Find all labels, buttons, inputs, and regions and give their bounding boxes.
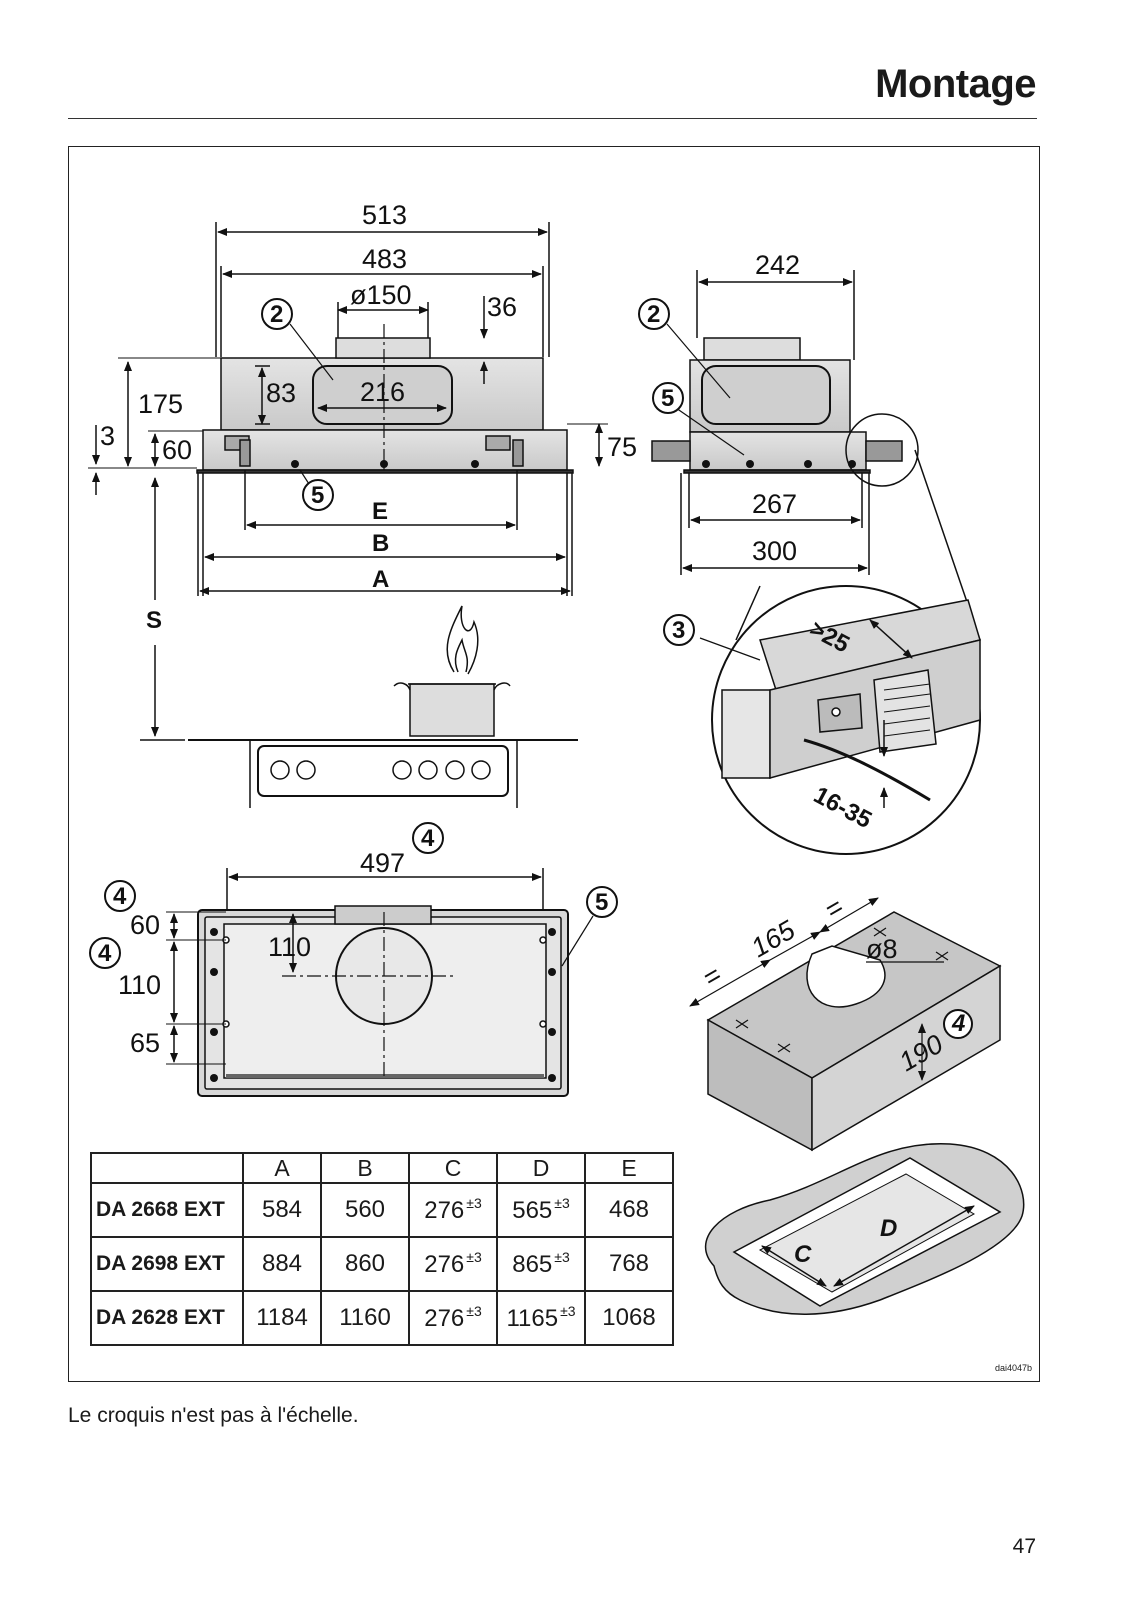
- cell-c: 276±3: [408, 1290, 498, 1346]
- dim-depth-267: 267: [752, 489, 797, 519]
- cell-c: 276±3: [408, 1182, 498, 1238]
- cell-d: 865±3: [496, 1236, 586, 1292]
- dim-bottom-65: 65: [130, 1028, 160, 1058]
- callout-5-top: 5: [595, 889, 608, 916]
- cell-e: 468: [584, 1182, 674, 1238]
- dim-depth-242: 242: [755, 250, 800, 280]
- table-row: DA 2628 EXT 1184 1160 276±3 1165±3 1068: [90, 1290, 674, 1346]
- cell-d-tolerance: ±3: [560, 1303, 576, 1319]
- dim-3: 3: [100, 421, 115, 451]
- cell-d-tolerance: ±3: [554, 1249, 570, 1265]
- dim-equal-right: =: [820, 891, 849, 925]
- dim-75: 75: [607, 432, 637, 462]
- cell-b: 860: [320, 1236, 410, 1292]
- cutout-view-labels: C D: [794, 1215, 897, 1268]
- letter-a: A: [372, 566, 389, 593]
- cell-c-value: 276: [424, 1251, 465, 1278]
- page-title: Montage: [875, 62, 1036, 106]
- dim-depth-300: 300: [752, 536, 797, 566]
- top-view-labels: 497 60 110 110 65 4 4 4 5: [98, 825, 608, 1058]
- cell-a: 884: [242, 1236, 322, 1292]
- dim-duct-diameter: ø150: [350, 280, 412, 310]
- detail-view: [663, 449, 981, 855]
- dim-165: 165: [746, 914, 801, 963]
- figure-reference: dai4047b: [994, 1363, 1032, 1373]
- front-view: [88, 222, 608, 741]
- callout-2: 2: [270, 301, 283, 328]
- front-view-labels: 513 483 ø150 36 83 216 175 3 60 75 E B A…: [100, 200, 637, 634]
- model-cell: DA 2698 EXT: [90, 1236, 244, 1292]
- side-view-labels: 242 267 300 2 5: [647, 250, 800, 566]
- letter-s: S: [146, 607, 162, 634]
- table-header-b: B: [320, 1152, 410, 1184]
- cell-b: 560: [320, 1182, 410, 1238]
- cell-e: 768: [584, 1236, 674, 1292]
- dimensions-table: A B C D E DA 2668 EXT 584 560 276±3 565±…: [90, 1152, 674, 1346]
- callout-2-side: 2: [647, 301, 660, 328]
- dim-hole-diameter: ø8: [866, 934, 898, 964]
- callout-5: 5: [311, 482, 324, 509]
- dim-equal-left: =: [698, 959, 727, 993]
- model-cell: DA 2668 EXT: [90, 1182, 244, 1238]
- letter-c: C: [794, 1241, 812, 1268]
- cell-c-tolerance: ±3: [466, 1303, 482, 1319]
- table-row: DA 2668 EXT 584 560 276±3 565±3 468: [90, 1182, 674, 1238]
- table-row: DA 2698 EXT 884 860 276±3 865±3 768: [90, 1236, 674, 1292]
- template-view: [689, 897, 1002, 1152]
- cell-c: 276±3: [408, 1236, 498, 1292]
- dim-top-60: 60: [130, 910, 160, 940]
- table-header-model: [90, 1152, 244, 1184]
- callout-4-top: 4: [421, 825, 435, 852]
- table-header-c: C: [408, 1152, 498, 1184]
- callout-5-side: 5: [661, 385, 674, 412]
- cell-c-tolerance: ±3: [466, 1195, 482, 1211]
- figure-frame: [68, 146, 1040, 1382]
- side-view: [638, 270, 919, 575]
- letter-e: E: [372, 498, 388, 525]
- dim-216: 216: [360, 377, 405, 407]
- callout-4-left-upper: 4: [113, 883, 127, 910]
- callout-4-left-lower: 4: [98, 940, 112, 967]
- callout-3: 3: [672, 617, 685, 644]
- dim-center-110: 110: [268, 932, 311, 962]
- dim-side-110: 110: [118, 970, 161, 1000]
- table-header-a: A: [242, 1152, 322, 1184]
- page-number: 47: [1012, 1535, 1036, 1558]
- cell-d-value: 865: [512, 1251, 553, 1278]
- cell-d-value: 1165: [506, 1305, 559, 1332]
- cooktop-illustration: [188, 605, 578, 808]
- table-header-row: A B C D E: [90, 1152, 674, 1184]
- cell-d: 565±3: [496, 1182, 586, 1238]
- cell-d: 1165±3: [496, 1290, 586, 1346]
- dim-hole-spacing-497: 497: [360, 848, 405, 878]
- dim-board-thickness: 16-35: [809, 781, 876, 834]
- header-rule: [68, 118, 1037, 119]
- cell-c-value: 276: [424, 1197, 465, 1224]
- table-header-d: D: [496, 1152, 586, 1184]
- model-cell: DA 2628 EXT: [90, 1290, 244, 1346]
- cutout-view: [704, 1143, 1025, 1315]
- cell-d-value: 565: [512, 1197, 553, 1224]
- dim-83: 83: [266, 378, 296, 408]
- callout-4-template: 4: [951, 1010, 965, 1037]
- dim-60: 60: [162, 435, 192, 465]
- dim-width-483: 483: [362, 244, 407, 274]
- dim-width-513: 513: [362, 200, 407, 230]
- cell-e: 1068: [584, 1290, 674, 1346]
- cell-a: 1184: [242, 1290, 322, 1346]
- cell-d-tolerance: ±3: [554, 1195, 570, 1211]
- dim-175: 175: [138, 389, 183, 419]
- cell-c-tolerance: ±3: [466, 1249, 482, 1265]
- cell-b: 1160: [320, 1290, 410, 1346]
- dim-36: 36: [487, 292, 517, 322]
- letter-b: B: [372, 530, 389, 557]
- top-view: [89, 822, 618, 1097]
- letter-d: D: [880, 1215, 897, 1242]
- scale-note: Le croquis n'est pas à l'échelle.: [68, 1404, 359, 1427]
- cell-c-value: 276: [424, 1305, 465, 1332]
- cell-a: 584: [242, 1182, 322, 1238]
- table-header-e: E: [584, 1152, 674, 1184]
